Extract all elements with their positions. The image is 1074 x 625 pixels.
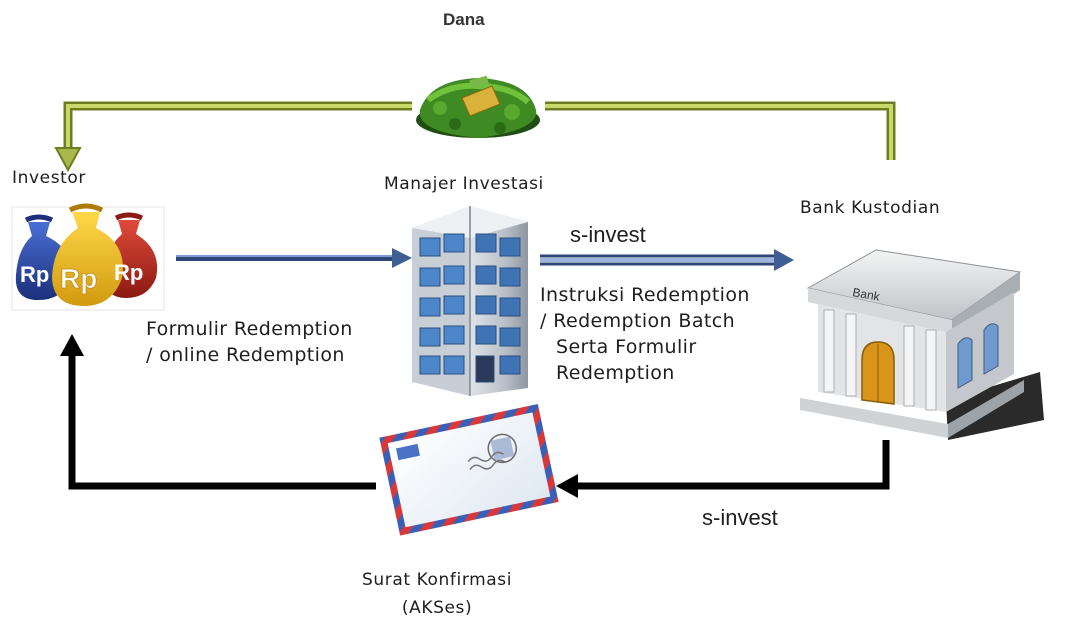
investor-label: Investor xyxy=(12,168,87,188)
instruksi-line-1: Instruksi Redemption xyxy=(540,284,750,306)
bag-label-left: Rp xyxy=(20,262,49,287)
bag-label-right: Rp xyxy=(114,260,143,285)
s-invest-bottom-label: s-invest xyxy=(702,505,778,530)
surat-konfirmasi-label: Surat Konfirmasi (AKSes) xyxy=(362,566,512,622)
fund-arrow-head xyxy=(54,147,82,173)
formulir-line-1: Formulir Redemption xyxy=(146,318,353,340)
surat-line-1: Surat Konfirmasi xyxy=(362,570,513,590)
confirmation-arrow-head-envelope xyxy=(556,474,578,498)
money-pile-icon xyxy=(416,75,540,138)
s-invest-top-label: s-invest xyxy=(570,222,646,247)
formulir-redemption-label: Formulir Redemption / online Redemption xyxy=(146,316,353,368)
bank-sign: Bank xyxy=(851,285,881,304)
manajer-investasi-label: Manajer Investasi xyxy=(384,174,544,194)
fund-title: Dana xyxy=(443,10,485,29)
confirmation-arrow-head-investor xyxy=(60,334,84,356)
investor-money-bags-icon: Rp Rp Rp xyxy=(11,203,165,311)
bank-kustodian-label: Bank Kustodian xyxy=(800,198,941,218)
instruksi-redemption-label: Instruksi Redemption / Redemption Batch … xyxy=(540,282,750,386)
confirmation-arrow xyxy=(68,356,890,490)
surat-line-2: (AKSes) xyxy=(401,598,473,618)
office-building-icon xyxy=(412,206,528,396)
submit-redemption-arrow xyxy=(176,248,412,268)
bank-building-icon: Bank xyxy=(800,249,1044,440)
s-invest-instruction-arrow xyxy=(540,249,794,271)
instruksi-line-3: Serta Formulir xyxy=(556,336,697,358)
formulir-line-2: / online Redemption xyxy=(146,344,345,366)
bag-label-middle: Rp xyxy=(60,263,97,294)
instruksi-line-4: Redemption xyxy=(556,362,675,384)
envelope-icon xyxy=(379,404,559,536)
instruksi-line-2: / Redemption Batch xyxy=(540,310,736,332)
